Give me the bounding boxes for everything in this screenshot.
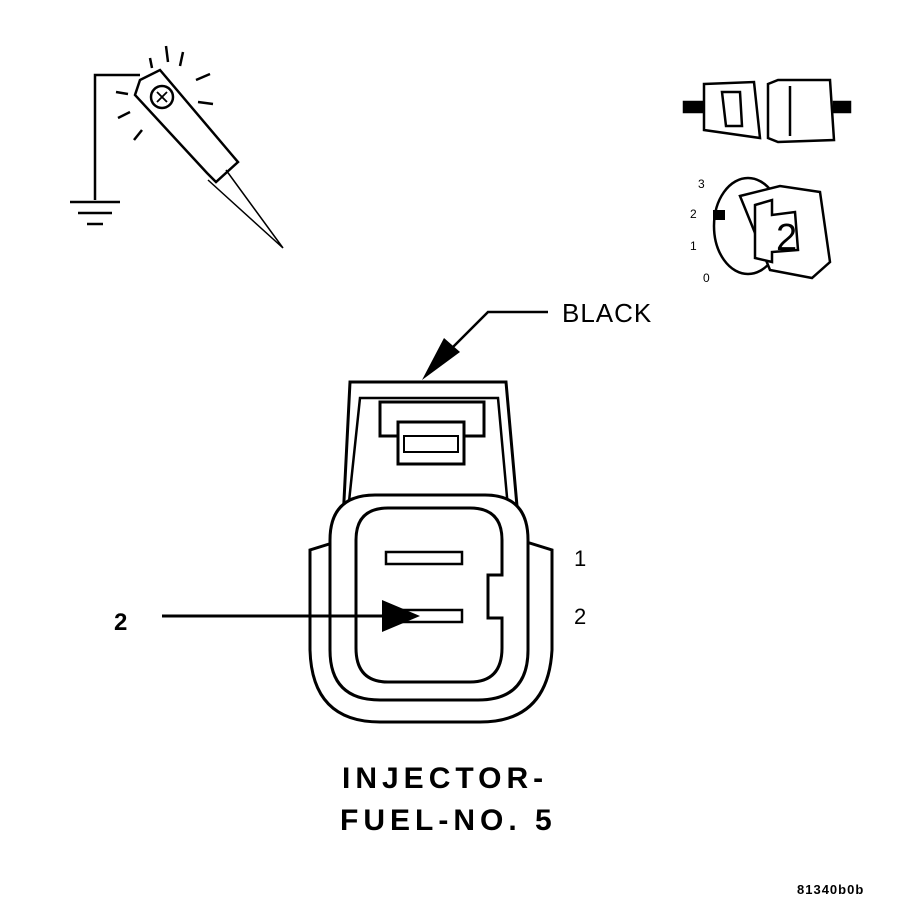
svg-text:2: 2 <box>776 217 797 259</box>
title-line-2: FUEL-NO. 5 <box>340 804 557 837</box>
terminal-gauge-icon: 3 2 1 0 2 <box>690 176 832 285</box>
connector-pair-icon <box>682 78 852 144</box>
svg-text:2: 2 <box>690 207 697 221</box>
pin-2-arrow <box>162 600 420 632</box>
svg-text:1: 1 <box>690 239 697 253</box>
arrow-ref-label: 2 <box>114 609 127 636</box>
title-line-1: INJECTOR- <box>342 762 548 795</box>
svg-text:0: 0 <box>703 271 710 285</box>
svg-text:3: 3 <box>698 177 705 191</box>
test-light-probe-icon <box>70 45 284 249</box>
injector-connector-face <box>308 380 554 724</box>
wire-color-leader <box>422 310 548 380</box>
pin-1-label: 1 <box>574 546 586 571</box>
figure-code: 81340b0b <box>797 882 864 897</box>
wire-color-label: BLACK <box>562 298 652 328</box>
pin-2-label: 2 <box>574 604 586 629</box>
